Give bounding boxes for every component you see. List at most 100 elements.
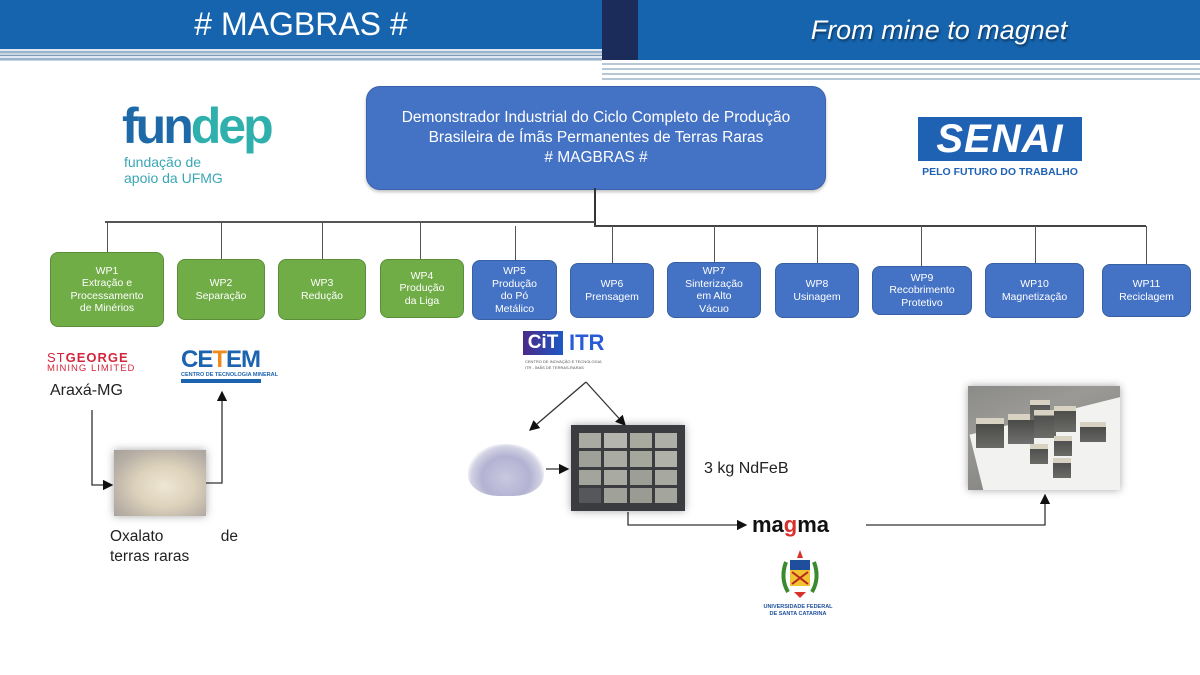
connector-drop-wp1 — [107, 222, 109, 252]
magma-logo: magma — [752, 512, 829, 538]
fundep-logo-part-b: dep — [190, 98, 274, 154]
location-label: Araxá-MG — [50, 382, 123, 399]
project-title-line1: Demonstrador Industrial do Ciclo Complet… — [401, 109, 791, 126]
ufsc-line1: UNIVERSIDADE FEDERAL — [763, 604, 833, 610]
connector-drop-wp11 — [1146, 226, 1148, 264]
cit-logo-name: ITR — [569, 330, 605, 355]
wp-id: WP10 — [1020, 278, 1049, 290]
metal-powder-photo — [468, 444, 544, 496]
wp-id: WP3 — [310, 277, 334, 289]
wp-label-line: de Minérios — [79, 302, 135, 314]
arrow-oxalate-to-cetem — [206, 390, 228, 484]
header-right-band — [638, 0, 1200, 60]
wp-label-line: Protetivo — [901, 296, 943, 309]
wp-id: WP1 — [95, 264, 119, 277]
wp-label-line: da Liga — [404, 294, 440, 307]
connector-drop-wp10 — [1035, 226, 1037, 263]
arrow-blocks-to-magma — [627, 512, 748, 531]
project-title-box: Demonstrador Industrial do Ciclo Complet… — [366, 86, 826, 190]
wp-label-line: Reciclagem — [1119, 290, 1174, 303]
magma-part-a: ma — [752, 512, 784, 537]
stgeorge-george: GEORGE — [65, 350, 129, 365]
wp-label-line: Metálico — [494, 302, 535, 315]
cetem-part-b: T — [212, 346, 227, 373]
oxalate-photo — [114, 450, 206, 516]
header-title: # MAGBRAS # — [194, 6, 408, 42]
ufsc-line2: DE SANTA CATARINA — [769, 611, 827, 617]
stgeorge-logo: STGEORGE — [47, 350, 129, 365]
cit-logo-mark: CiT — [523, 331, 563, 355]
connector-drop-wp7 — [714, 226, 716, 262]
sintered-blocks-photo — [571, 425, 685, 511]
magma-part-b: ma — [797, 512, 830, 537]
stgeorge-subtitle: MINING LIMITED — [47, 363, 136, 374]
wp-label-line: Usinagem — [793, 290, 841, 303]
wp-id: WP11 — [1132, 278, 1161, 290]
connector-drop-wp5 — [515, 226, 517, 260]
arrow-magma-to-magnets — [866, 493, 1051, 526]
ndfeb-label: 3 kg NdFeB — [704, 460, 789, 477]
cit-sub-line2: ITR - ÍMÃS DE TERRAS-RARAS — [525, 365, 584, 370]
header-right-stripes — [602, 60, 1200, 80]
wp-id: WP5 — [503, 265, 526, 277]
connector-drop-wp4 — [420, 222, 422, 259]
wp-label-line: Extração e — [81, 277, 133, 289]
arrow-cit-to-powder — [529, 381, 587, 431]
wp-id: WP7 — [702, 265, 726, 277]
wp-label-line: em Alto — [696, 290, 732, 302]
finished-magnets-photo — [968, 386, 1120, 490]
cit-sub-line1: CENTRO DE INOVAÇÃO E TECNOLOGIA — [525, 359, 602, 364]
wp-label-line: Magnetização — [1001, 290, 1068, 303]
connector-bus-left — [105, 221, 595, 223]
header-left-band — [0, 0, 602, 49]
connector-drop-wp3 — [322, 222, 324, 259]
fundep-sub-line1: fundação de — [124, 154, 202, 170]
header-left-stripes — [0, 49, 602, 61]
header-divider — [602, 0, 638, 60]
wp-id: WP2 — [209, 277, 233, 289]
wp-label-line: Redução — [300, 289, 344, 302]
connector-drop-wp2 — [221, 222, 223, 259]
wp-label-line: Processamento — [70, 289, 144, 302]
wp-label-line: Recobrimento — [889, 284, 955, 297]
project-title-line3: # MAGBRAS # — [544, 149, 648, 166]
senai-tagline: PELO FUTURO DO TRABALHO — [922, 166, 1078, 178]
wp-label-line: Sinterização — [685, 277, 743, 290]
wp-label-line: Produção — [399, 282, 445, 295]
fundep-logo-part-a: fun — [122, 98, 194, 154]
connector-trunk — [594, 188, 596, 226]
ufsc-crest-icon — [781, 550, 819, 598]
stgeorge-st: ST — [47, 350, 66, 365]
wp-id: WP9 — [910, 271, 934, 284]
wp-label-line: do Pó — [500, 290, 529, 302]
project-title-line2: Brasileira de Ímãs Permanentes de Terras… — [428, 129, 764, 146]
arrow-cit-to-blocks — [585, 381, 626, 426]
wp-label-line: Separação — [195, 289, 247, 302]
wp-id: WP8 — [805, 278, 829, 290]
fundep-sub-line2: apoio da UFMG — [124, 170, 223, 186]
connector-drop-wp6 — [612, 226, 614, 263]
fundep-logo: fundep — [122, 98, 274, 154]
cetem-part-a: CE — [181, 346, 213, 373]
wp-id: WP6 — [600, 278, 624, 290]
wp-label-line: Prensagem — [585, 290, 639, 303]
cetem-underline — [181, 379, 261, 383]
cetem-subtitle: CENTRO DE TECNOLOGIA MINERAL — [181, 372, 278, 378]
magma-part-g: g — [783, 512, 798, 537]
cetem-part-c: EM — [226, 346, 261, 373]
